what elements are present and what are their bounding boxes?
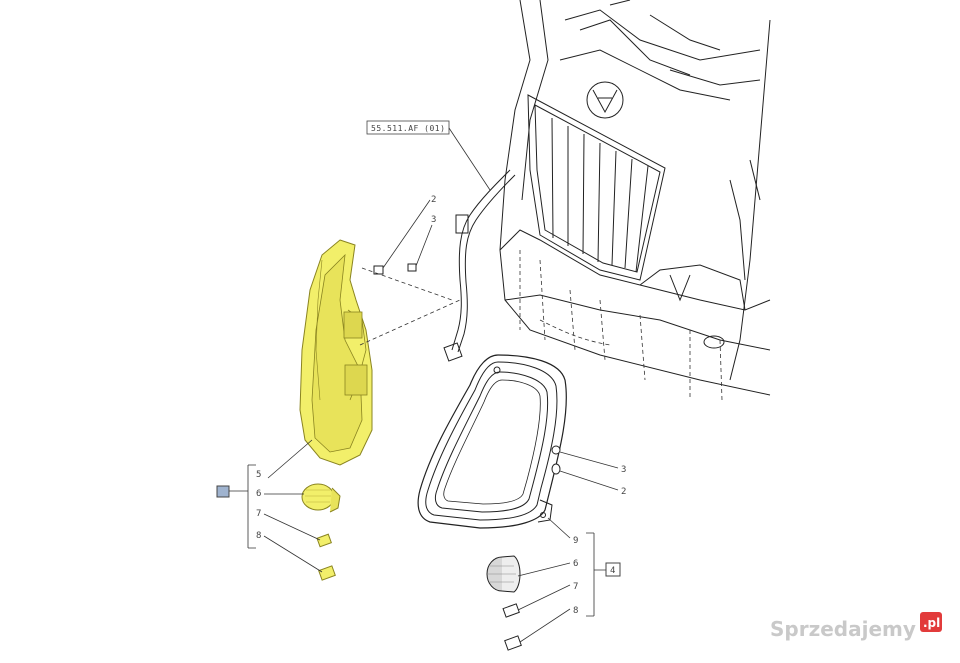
right-bulb-holder: [502, 603, 520, 618]
left-bulb-holder: [316, 533, 332, 548]
reference-tag: 55.511.AF (01): [366, 120, 491, 191]
callout-right-2: 2: [621, 487, 626, 497]
right-top-callouts: 3 2: [559, 451, 626, 497]
callout-right-8: 8: [573, 606, 578, 616]
headlamp-assembly: [299, 239, 373, 466]
callout-right-7: 7: [573, 582, 578, 592]
left-small-parts: [301, 483, 341, 581]
wiring-harness: [443, 169, 516, 362]
callout-mid-2: 2: [431, 195, 436, 205]
left-lamp-unit: [301, 483, 335, 511]
group-marker-4: 4: [610, 566, 615, 576]
reference-label: 55.511.AF (01): [371, 124, 445, 133]
left-bulb: [318, 565, 336, 581]
callout-right-6: 6: [573, 559, 578, 569]
callout-left-7: 7: [256, 509, 261, 519]
left-callout-group: 5 6 7 8: [216, 464, 323, 573]
callout-mid-3: 3: [431, 215, 436, 225]
right-callout-group: 9 6 7 8 4: [517, 517, 621, 643]
callout-left-6: 6: [256, 489, 261, 499]
left-group-marker: [216, 485, 230, 498]
grille: [527, 94, 666, 281]
watermark-badge-text: .pl: [923, 616, 940, 630]
callout-right-9: 9: [573, 536, 578, 546]
brand-badge: [586, 81, 624, 119]
callout-left-5: 5: [256, 470, 261, 480]
headlamp-frame: [417, 354, 567, 529]
watermark-text: Sprzedajemy: [770, 617, 916, 641]
right-bulb: [504, 635, 522, 651]
callout-left-8: 8: [256, 531, 261, 541]
right-group-marker: [605, 562, 621, 577]
watermark: Sprzedajemy .pl: [770, 612, 942, 641]
tractor-hood: [499, 0, 771, 401]
clips: 2 3: [373, 195, 436, 275]
right-small-parts: [486, 555, 522, 651]
callout-right-3: 3: [621, 465, 626, 475]
watermark-badge: [920, 612, 942, 632]
